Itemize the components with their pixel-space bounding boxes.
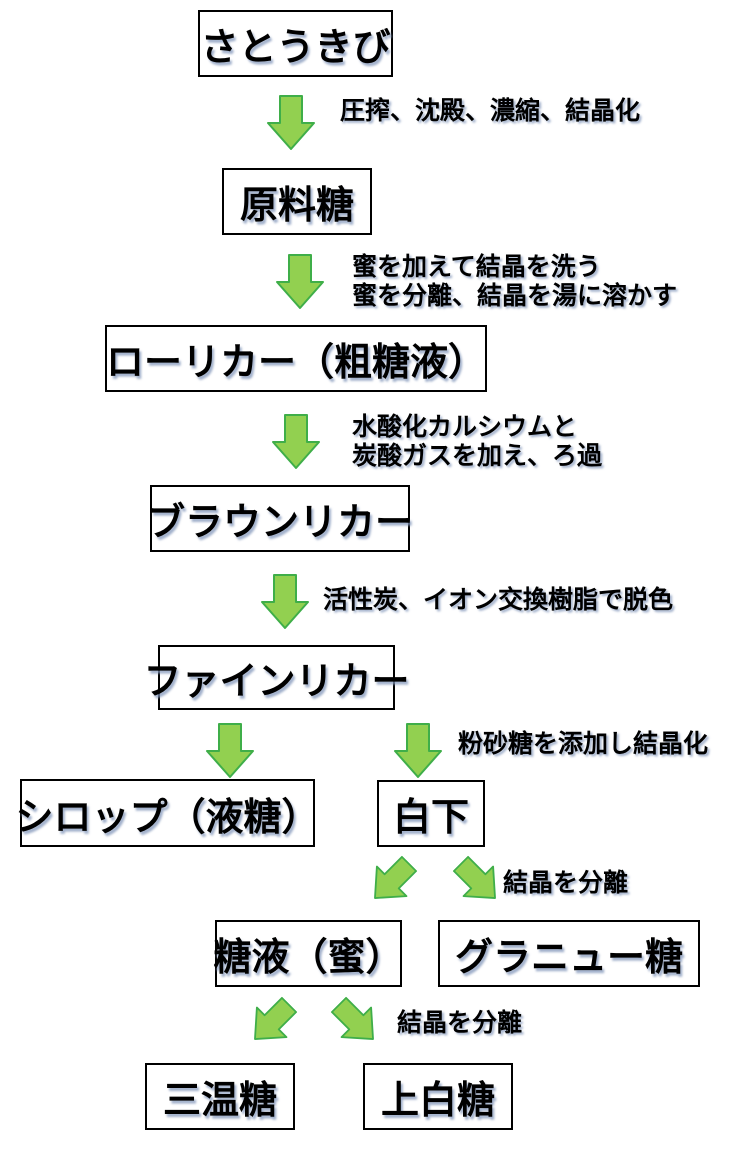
down-left-arrow-icon	[374, 855, 418, 899]
arrow-fine-liquor-to-syrup	[205, 723, 255, 778]
arrow-sugarcane-to-raw-sugar	[266, 95, 316, 150]
arrow-sugar-liquid-to-sanonto	[246, 996, 298, 1048]
arrow-raw-sugar-to-raw-liquor	[275, 253, 325, 310]
edge-label-crystallize: 粉砂糖を添加し結晶化	[458, 730, 709, 758]
down-left-arrow-icon	[254, 996, 298, 1040]
node-brown-liquor: ブラウンリカー	[147, 485, 413, 552]
node-raw-liquor: ローリカー（粗糖液）	[105, 325, 487, 392]
arrow-shiroshita-to-granulated	[452, 855, 504, 907]
edge-label-separate-1: 結晶を分離	[503, 869, 629, 897]
node-granulated-sugar: グラニュー糖	[438, 920, 700, 987]
arrow-raw-liquor-to-brown-liquor	[271, 413, 321, 470]
arrow-sugar-liquid-to-johakuto	[330, 996, 382, 1048]
down-arrow-icon	[394, 723, 442, 778]
arrow-fine-liquor-to-shiroshita	[393, 723, 443, 778]
edge-label-press: 圧搾、沈殿、濃縮、結晶化	[340, 97, 641, 125]
edge-label-decolor: 活性炭、イオン交換樹脂で脱色	[323, 586, 674, 614]
down-right-arrow-icon	[452, 855, 496, 899]
node-sugar-liquid: 糖液（蜜）	[214, 920, 404, 987]
node-fine-liquor: ファインリカー	[144, 645, 410, 710]
down-arrow-icon	[267, 95, 315, 150]
arrow-brown-liquor-to-fine-liquor	[260, 573, 310, 630]
node-syrup: シロップ（液糖）	[16, 779, 320, 847]
node-raw-sugar: 原料糖	[222, 168, 372, 235]
node-sanonto: 三温糖	[145, 1063, 295, 1130]
node-johakuto: 上白糖	[363, 1063, 513, 1130]
down-arrow-icon	[261, 574, 309, 629]
down-right-arrow-icon	[330, 996, 374, 1040]
down-arrow-icon	[272, 414, 320, 469]
edge-label-separate-2: 結晶を分離	[397, 1009, 523, 1037]
node-shiroshita: 白下	[377, 780, 485, 847]
down-arrow-icon	[276, 254, 324, 309]
node-sugarcane: さとうきび	[198, 10, 393, 77]
edge-label-wash: 蜜を加えて結晶を洗う 蜜を分離、結晶を湯に溶かす	[352, 253, 678, 310]
arrow-shiroshita-to-sugar-liquid	[366, 855, 418, 907]
down-arrow-icon	[206, 723, 254, 778]
edge-label-lime: 水酸化カルシウムと 炭酸ガスを加え、ろ過	[352, 413, 603, 470]
